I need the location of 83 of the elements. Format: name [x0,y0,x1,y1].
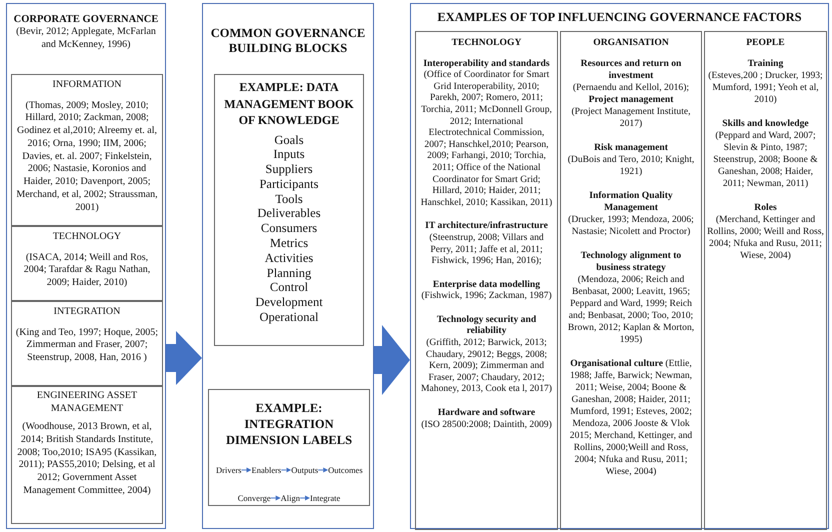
arrow [318,468,328,472]
category-panel [415,31,558,530]
list-item: Control [268,280,310,296]
factor-heading: Risk management [593,142,669,154]
citation-text: (Esteves,200 ; Drucker, 1993; Mumford, 1991; Yeoh et al, 2010) [707,70,824,106]
list-item: Tools [274,192,304,206]
category-heading: INFORMATION [52,79,122,92]
category-panel [704,31,827,530]
arrow [300,496,310,500]
factor-heading: IT architecture/infrastructure [424,220,549,232]
factor-heading: Technology alignment to business strategy [580,250,682,274]
dimension-label: Converge [238,493,271,503]
category-panel [214,74,364,346]
dimension-label: Integrate [310,493,340,503]
panel-heading: CORPORATE GOVERNANCE [12,14,160,26]
list-item: Inputs [272,147,306,162]
panel-heading: COMMON GOVERNANCE BUILDING BLOCKS [210,26,366,56]
list-item: Deliverables [256,206,322,222]
category-heading: INTEGRATION [52,306,122,318]
citation-text: (Thomas, 2009; Mosley, 2010; Hillard, 2010; Zackman, 2008; Godinez et al,2010; Alreemy et. al, 2016; Orna, 1990; IIM, 2006; Davies, et. al. 2007; Finkelstein, 2006; Nastasie, Koronios and Haider, 2010; Davenport, 2005; Merchand, et al, 2002; Straussman, 2001) [15,100,159,215]
example-heading: EXAMPLE: INTEGRATION DIMENSION LABELS [224,400,354,448]
block-arrow [166,331,202,385]
citation-text: (Office of Coordinator for Smart Grid Interoperability, 2010; Parekh, 2007; Romero, 2011; Torchia, 2011; McDonnell Group, 2012; International Electrotechnical Commission, 2007; Hanschkel,2010; Pearson, 2009; Farhangi, 2010; Torchia, 2011; Office of the National Coordinator for Smart Grid; Hillard, 2010; Haider, 2011; Hanschkel, 2010; Kassikan, 2011) [420,69,554,208]
citation-text: (Merchand, Kettinger and Rollins, 2000; Weill and Ross, 2004; Nfuka and Rusu, 2011; Wiese, 2004) [707,214,824,262]
factor-heading: Technology security and reliability [436,314,538,338]
arrow [270,496,281,500]
column-heading: TECHNOLOGY [450,37,522,49]
list-item: Goals [273,132,305,148]
citation-text: (Drucker, 1993; Mendoza, 2006; Nastasie; Nicolett and Proctor) [567,214,695,238]
citation-text: (Peppard and Ward, 2007; Slevin & Pinto, 1987; Steenstrup, 2008; Boone & Ganeshan, 2008; Haider, 2011; Newman, 2011) [712,130,819,190]
section-panel [202,3,374,529]
factor-heading: Information Quality Management [588,190,674,214]
list-item: Activities [264,250,314,266]
citation-text: (Mendoza, 2006; Reich and Benbasat, 2000; Leavitt, 1965; Peppard and Ward, 1999; Reich and; Benbasat, 2000; Too, 2010; Brown, 2012; Kaplan & Morton, 1995) [566,274,696,346]
dimension-label: Drivers [216,465,242,475]
category-panel [208,389,370,506]
list-item: Consumers [260,221,318,236]
citation-text: (ISACA, 2014; Weill and Ros, 2004; Tarafdar & Ragu Nathan, 2009; Haider, 2010) [22,252,152,290]
list-item: Metrics [268,236,310,251]
dimension-label: Outputs [291,465,318,475]
citation-text: (Project Management Institute, 2017) [570,106,692,130]
dimension-label: Enablers [252,465,282,475]
list-item: Operational [258,310,320,325]
list-item: Suppliers [264,162,314,177]
dimension-label: Align [280,493,300,503]
panel-heading: EXAMPLES OF TOP INFLUENCING GOVERNANCE FACTORS [436,10,803,25]
category-heading: TECHNOLOGY [52,231,122,244]
factor-heading: Interoperability and standards [422,58,551,70]
list-item: Planning [266,266,312,280]
example-heading: EXAMPLE: DATA MANAGEMENT BOOK OF KNOWLEDGE [223,79,355,128]
dimension-label: Outcomes [328,465,363,475]
citation-text: (Woodhouse, 2013 Brown, et al, 2014; British Standards Institute, 2008; Too,2010; ISA95 (Kassikan, 2011); PAS55,2010; Delsing, et al 2012; Government Asset Management Committee, 2004) [16,421,158,498]
category-heading: ENGINEERING ASSET MANAGEMENT [36,390,138,415]
factor-heading: Roles [753,202,778,214]
factor-text: Organisational culture (Ettlie, 1988; Jaffe, Barwick; Newman, 2011; Weise, 2004; Boone & Ganeshan, 2008; Haider, 2011; Mumford, 1991; Esteves, 2002; Mendoza, 2006 Jooste & Vlok 2015; Merchand, Kettinger, and Rollins, 2000;Weill and Ross, 2004; Nfuka and Rusu, 2011; Wiese, 2004) [568,358,694,478]
section-panel [410,3,829,529]
category-panel [560,31,702,530]
arrow [280,468,292,472]
citation-text: (Pernaendu and Kellol, 2016); [572,82,690,94]
block-arrow [374,325,410,395]
factor-heading: Enterprise data modelling [432,278,542,290]
list-item: Participants [258,176,320,192]
citation-text: (DuBois and Tero, 2010; Knight, 1921) [566,154,696,178]
citation-text: (Griffith, 2012; Barwick, 2013; Chaudary, 29012; Beggs, 2008; Kern, 2009); Zimmerman and Fraser, 2007; Chaudary, 2012; Mahoney, 2013, Cook eta l, 2017) [420,337,553,396]
citation-text: (ISO 28500:2008; Daintith, 2009) [420,418,553,430]
citation-text: (Bevir, 2012; Applegate, McFarlan and McKenney, 1996) [15,26,157,51]
factor-heading: Project management [588,94,674,106]
category-panel [11,386,163,524]
category-panel [11,74,163,226]
factor-heading: Training [746,58,784,70]
column-heading: ORGANISATION [592,37,670,49]
section-panel [6,3,166,529]
citation-text: (King and Teo, 1997; Hoque, 2005; Zimmerman and Fraser, 2007; Steenstrup, 2008, Han, 2016 ) [14,326,160,365]
citation-text: (Steenstrup, 2008; Villars and Perry, 2011; Jaffe et al, 2011; Fishwick, 1996; Han, 2016); [428,232,545,267]
citation-text: (Fishwick, 1996; Zackman, 1987) [420,290,553,302]
list-item: Development [254,295,324,310]
factor-heading: Hardware and software [436,407,536,419]
arrow [241,468,252,472]
factor-heading: Resources and return on investment [580,58,682,82]
category-panel [11,301,163,386]
category-panel [11,226,163,301]
factor-heading: Skills and knowledge [721,118,810,130]
column-heading: PEOPLE [745,37,786,49]
